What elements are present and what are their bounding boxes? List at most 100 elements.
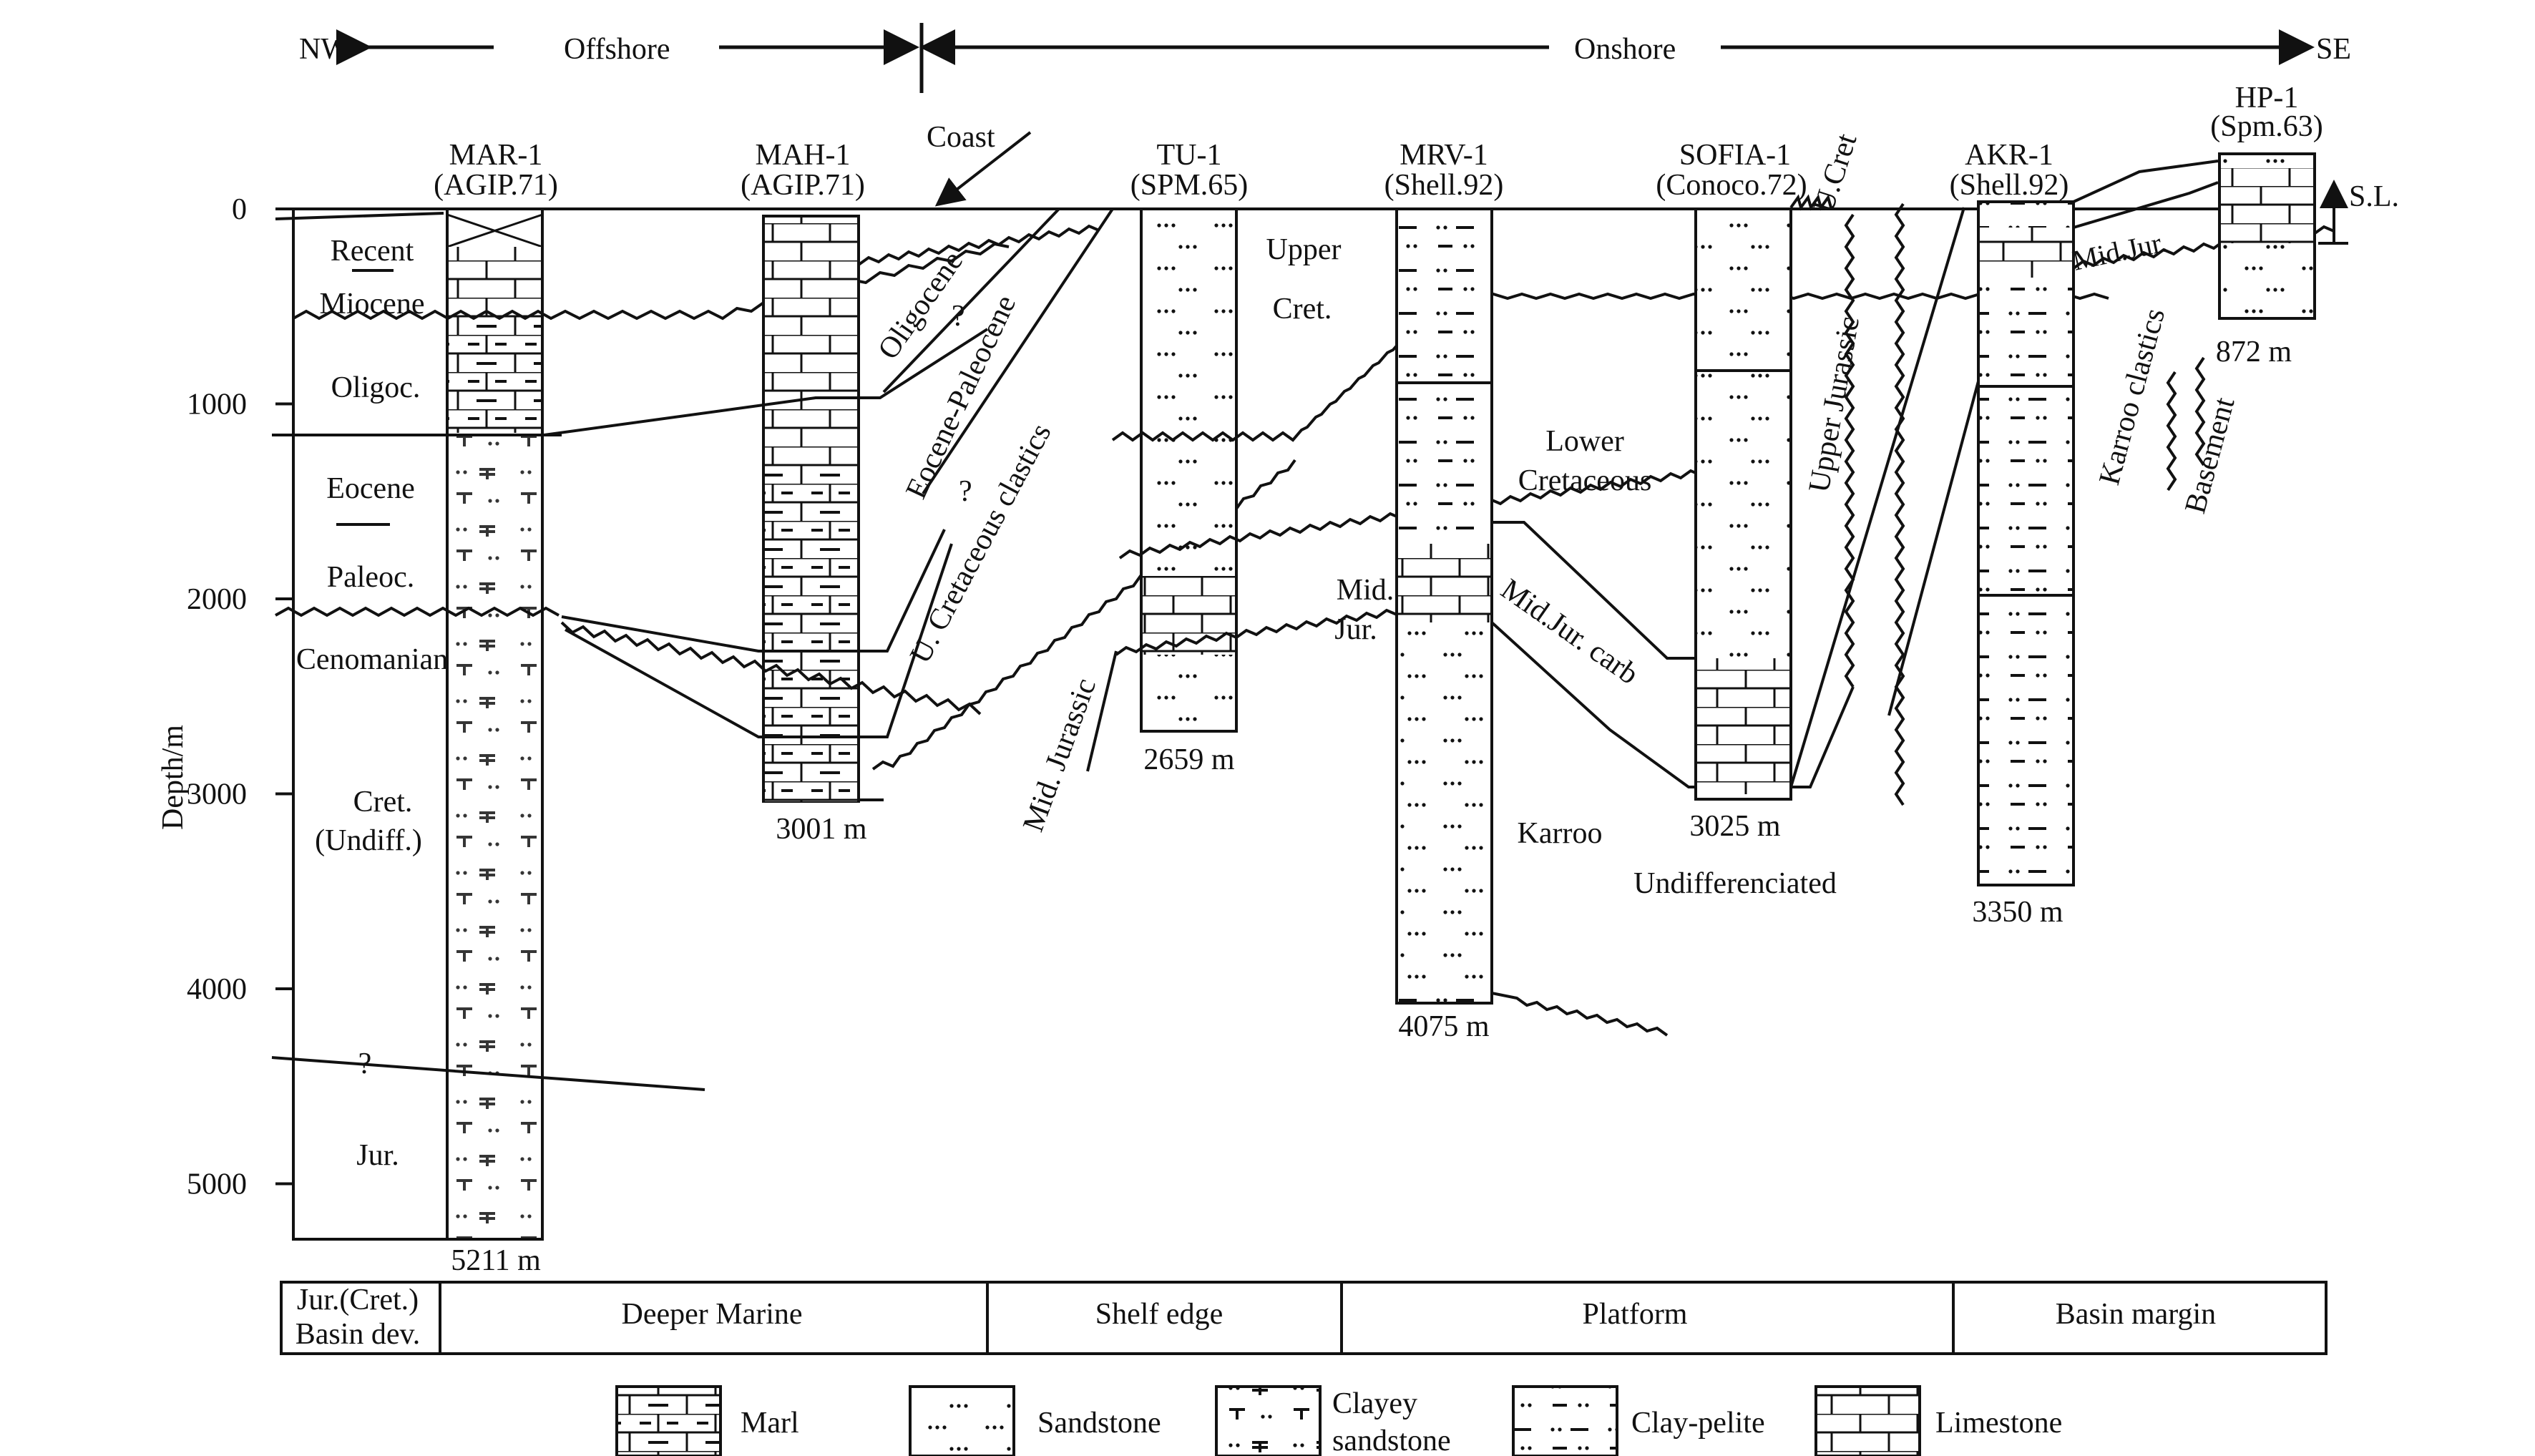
depth-axis-label: Depth/m [157,725,190,830]
se-label: SE [2316,33,2351,66]
legend-clayey-label-2: sandstone [1332,1425,1451,1456]
fm-mid: Mid. [1337,574,1395,607]
mar-1-operator: (AGIP.71) [434,169,558,202]
nw-label: NW [299,33,349,66]
mrv-1-operator: (Shell.92) [1384,169,1504,202]
mrv-1-name: MRV-1 [1400,139,1488,172]
hp-1-td: 872 m [2216,336,2292,368]
akr-hp-line-2 [2073,181,2219,229]
well-mar-1: MAR-1 (AGIP.71) 5211 m Recent Miocene Ol… [271,139,705,1277]
sofia-1-limestone [1697,658,1789,794]
fm-lower: Lower [1545,425,1624,458]
legend-marl-label: Marl [741,1407,799,1440]
fm-upper-jurassic: Upper Jurassic [1803,314,1866,495]
fm-karroo: Karroo [1518,817,1603,850]
cenomanian-unconformity [275,606,560,617]
tu-1-operator: (SPM.65) [1130,169,1249,202]
legend-sandstone-label: Sandstone [1037,1407,1161,1440]
mar-1-clayey-sandstone [449,436,541,1238]
fm-cret: Cret. [1273,293,1332,326]
sofia-1-operator: (Conoco.72) [1656,169,1807,202]
mar-1-name: MAR-1 [449,139,543,172]
legend-limestone-swatch [1814,1385,1921,1456]
fm-basement: Basement [2179,394,2241,517]
mrv-1-limestone [1398,544,1490,622]
mrv-1-sandstone [1398,630,1490,987]
depth-tick-label: 2000 [187,583,247,616]
lower-cretaceous-unconformity [1111,292,2109,442]
legend-clay-pelite-swatch [1512,1385,1618,1456]
mar-1-miocene-limestone [449,247,541,318]
karroo-clastics-squiggle [2166,371,2177,492]
akr-1-column [1977,200,2075,886]
depth-tick-label: 5000 [187,1168,247,1201]
tu-1-limestone [1143,576,1235,655]
legend-clay-pelite-label: Clay-pelite [1631,1407,1765,1440]
legend-sandstone-swatch [909,1385,1015,1456]
mar-1-oligocene-marl [449,318,541,433]
oligocene-top-line [543,328,989,436]
onshore-label: Onshore [1574,33,1676,66]
depth-tick-label: 1000 [187,389,247,421]
fm-mid-jurassic: Mid. Jurassic [1017,674,1103,836]
legend-marl-swatch [615,1385,722,1456]
fm-u-cret: U.Cret [1807,130,1864,217]
tu-1-name: TU-1 [1157,139,1222,172]
mah-1-operator: (AGIP.71) [741,169,865,202]
age-eocene: Eocene [326,472,415,505]
akr-1-td: 3350 m [1972,896,2063,929]
basin-development-table: Jur.(Cret.) Basin dev. Deeper Marine She… [280,1281,2328,1355]
fm-upper: Upper [1266,233,1342,266]
sofia-1-td: 3025 m [1689,810,1781,843]
depth-tick-label: 0 [232,193,247,226]
legend-clayey-label-1: Clayey [1332,1387,1417,1420]
coast-arrow [934,131,1032,207]
mrv-1-base-line [1491,992,1669,1037]
mid-jurassic-line [1086,650,1118,772]
mar-1-core-cross [446,213,543,248]
basin-first-line-2: Basin dev. [295,1318,421,1351]
sea-level-label: S.L. [2349,180,2399,213]
akr-1-name: AKR-1 [1965,139,2053,172]
well-tu-1: TU-1 (SPM.65) 2659 m [1130,139,1249,776]
u-cret-boundary [1844,213,1855,688]
age-miocene: Miocene [320,288,425,321]
fm-mid-jur-carb: Mid.Jur. carb [1495,573,1644,691]
age-recent: Recent [331,235,414,268]
basin-table-frame [280,1281,2328,1355]
hp-1-limestone [2221,168,2313,243]
akr-1-limestone [1980,228,2072,278]
basin-platform: Platform [1583,1298,1688,1331]
eocene-base-line [561,529,946,653]
well-sofia-1: SOFIA-1 (Conoco.72) 3025 m [1656,139,1807,843]
well-mrv-1: MRV-1 (Shell.92) 4075 m [1384,139,1504,1043]
shelf-break-wavy [857,224,1100,266]
mrv-1-td: 4075 m [1398,1010,1490,1043]
eocene-paleocene-onlap [922,207,1114,495]
fm-karroo-clastics: Karroo clastics [2093,305,2172,488]
mar-surface-line [275,212,444,220]
mid-jur-carb-base [1490,621,1855,788]
well-mah-1: MAH-1 (AGIP.71) 3001 m [741,139,867,846]
sofia-top-wavy [1789,194,1832,211]
basin-first-line-1: Jur.(Cret.) [297,1284,419,1316]
akr-1-operator: (Shell.92) [1950,169,2069,202]
age-paleoc: Paleoc. [327,561,414,594]
mar-1-jur-top [271,1056,705,1091]
mar-1-td: 5211 m [451,1244,541,1277]
legend-limestone-label: Limestone [1935,1407,2062,1440]
paleocene-base-line [565,543,953,738]
upper-jurassic-boundary [1894,202,1905,806]
cretaceous-unconformity [560,621,982,715]
basin-margin: Basin margin [2056,1298,2216,1331]
legend-clayey-sandstone-swatch [1215,1385,1322,1456]
miocene-unconformity [293,242,1010,321]
coast-label: Coast [927,121,995,154]
basin-shelf-edge: Shelf edge [1095,1298,1223,1331]
age-question: ? [358,1047,372,1080]
age-cret: Cret. [353,786,413,819]
basement-squiggle [2194,356,2206,466]
fm-mid-jur-akr: Mid.Jur. [2070,225,2170,277]
